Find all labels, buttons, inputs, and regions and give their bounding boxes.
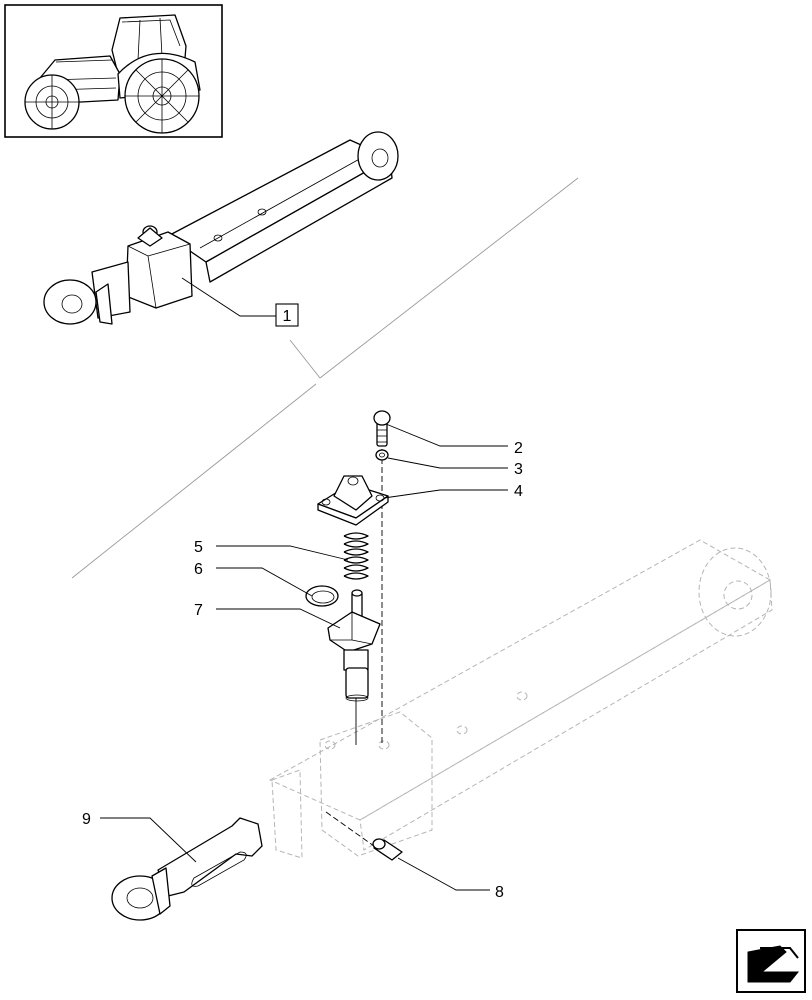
lower-link-assembly: [43, 131, 399, 325]
washer-part: [375, 449, 389, 461]
reference-label-1: 1: [283, 308, 292, 325]
hook-part: [111, 817, 263, 921]
callout-3: 3: [514, 461, 523, 478]
callout-4: 4: [514, 483, 523, 500]
callout-9: 9: [82, 811, 91, 828]
callout-leaders: [100, 423, 508, 891]
spring-part: [343, 532, 369, 580]
pin-part: [325, 811, 403, 861]
latch-plunger-part: [327, 589, 381, 745]
bolt-part: [373, 410, 391, 447]
next-page-arrow-icon[interactable]: [736, 929, 806, 993]
callout-2: 2: [514, 440, 523, 457]
callout-labels: 2 3 4 5 6 7 8 9: [82, 440, 523, 901]
cover-plate-part: [317, 475, 389, 526]
snap-ring-part: [305, 585, 339, 607]
assembly-divider: [71, 177, 579, 579]
reference-box-1: 1: [181, 277, 299, 327]
ghost-link-bar: [268, 539, 773, 859]
callout-8: 8: [495, 884, 504, 901]
callout-7: 7: [194, 602, 203, 619]
callout-6: 6: [194, 561, 203, 578]
tractor-thumbnail-icon: [4, 4, 223, 138]
callout-5: 5: [194, 539, 203, 556]
